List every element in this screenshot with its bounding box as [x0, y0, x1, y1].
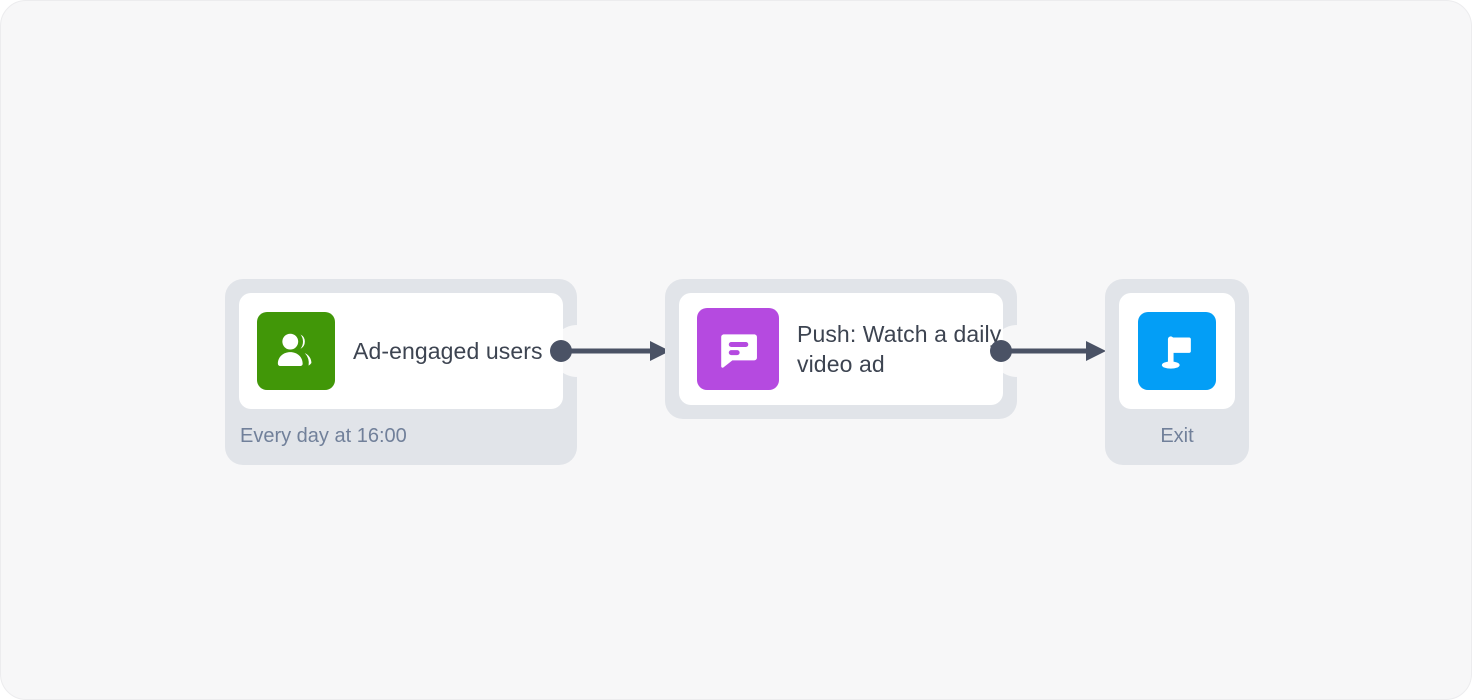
flag-icon	[1138, 312, 1216, 390]
trigger-title: Ad-engaged users	[353, 338, 543, 364]
exit-panel[interactable]	[1119, 293, 1235, 409]
chat-bubble-icon	[697, 308, 779, 390]
push-title: Push: Watch a daily video ad	[797, 321, 1002, 377]
connector-push-to-exit[interactable]	[989, 336, 1109, 366]
connector-trigger-to-push[interactable]	[549, 336, 673, 366]
push-panel[interactable]: Push: Watch a daily video ad	[679, 293, 1003, 405]
exit-label: Exit	[1160, 425, 1194, 447]
trigger-panel[interactable]: Ad-engaged users	[239, 293, 563, 409]
trigger-schedule-label: Every day at 16:00	[240, 425, 407, 447]
users-icon	[257, 312, 335, 390]
